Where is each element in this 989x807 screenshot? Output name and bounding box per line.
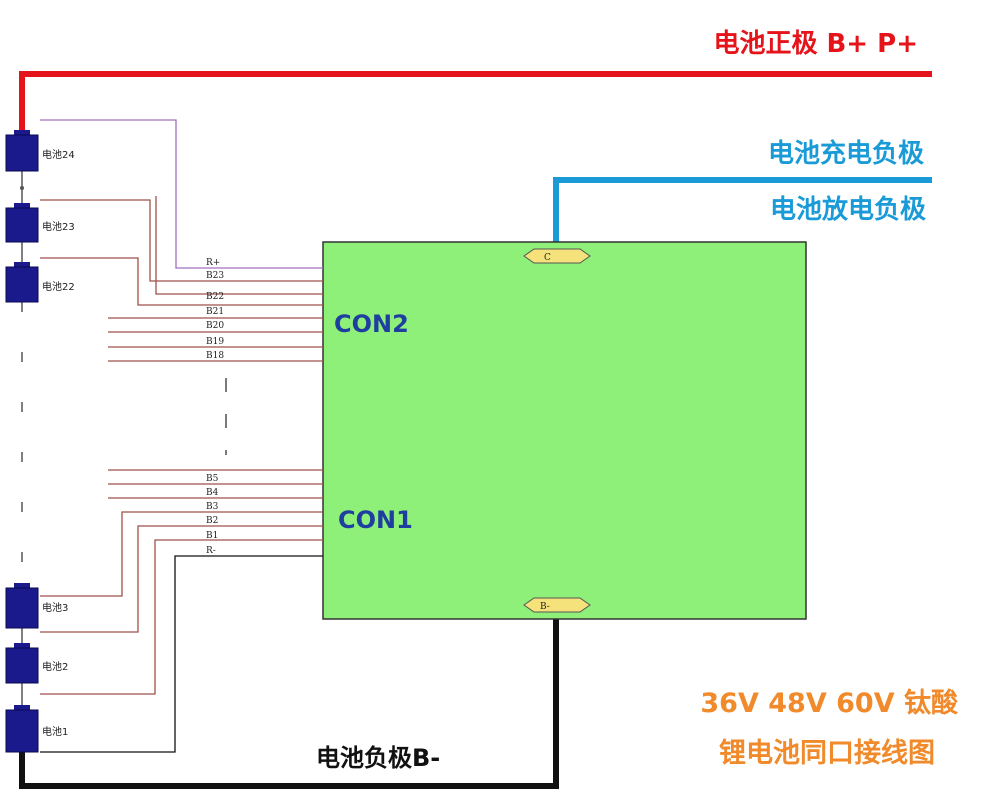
cell-2: 电池2 bbox=[5, 643, 68, 684]
bms-board bbox=[322, 241, 807, 620]
pin-label: R+ bbox=[206, 258, 220, 268]
discharge-negative-label: 电池放电负极 bbox=[770, 194, 927, 225]
battery-negative-label: 电池负极B- bbox=[316, 744, 440, 772]
con1-wires bbox=[40, 469, 323, 753]
battery-cell-icon bbox=[5, 134, 39, 172]
negative-wire bbox=[19, 617, 559, 789]
con2-wires bbox=[40, 119, 323, 362]
wire-r-minus bbox=[40, 555, 323, 753]
pin-label: B23 bbox=[206, 271, 224, 281]
cell-link-dot bbox=[20, 186, 24, 190]
wire-b21 bbox=[40, 257, 323, 306]
cell-3: 电池3 bbox=[5, 583, 68, 629]
port-c-label: C bbox=[544, 253, 551, 263]
wire-b1 bbox=[40, 539, 323, 695]
battery-cell-icon bbox=[5, 266, 39, 303]
pin-label: B21 bbox=[206, 307, 224, 317]
con2-pin-labels: R+ B23 B22 B21 B20 B19 B18 bbox=[206, 258, 224, 361]
battery-cell-icon bbox=[5, 647, 39, 684]
cell-24: 电池24 bbox=[5, 130, 75, 172]
cell-label: 电池22 bbox=[42, 280, 75, 293]
battery-cell-icon bbox=[5, 207, 39, 243]
cell-label: 电池1 bbox=[42, 725, 68, 738]
port-c: C bbox=[523, 248, 591, 264]
battery-cell-icon bbox=[5, 587, 39, 629]
pin-label: B3 bbox=[206, 502, 219, 512]
wire-b2 bbox=[40, 525, 323, 633]
cell-label: 电池23 bbox=[42, 220, 75, 233]
con1-label: CON1 bbox=[338, 506, 413, 534]
wire-r-plus bbox=[40, 119, 323, 269]
pin-label: B1 bbox=[206, 531, 218, 541]
pin-label: B22 bbox=[206, 292, 224, 302]
cell-label: 电池24 bbox=[42, 148, 75, 161]
cell-23: 电池23 bbox=[5, 203, 75, 243]
cell-label: 电池2 bbox=[42, 660, 68, 673]
cell-22: 电池22 bbox=[5, 262, 75, 303]
cell-1: 电池1 bbox=[5, 705, 68, 753]
pin-label: B2 bbox=[206, 516, 218, 526]
caption-line-2: 锂电池同口接线图 bbox=[719, 738, 935, 769]
port-bminus-label: B- bbox=[540, 602, 550, 612]
positive-wire bbox=[19, 71, 932, 137]
pin-label: R- bbox=[206, 546, 216, 556]
cell-label: 电池3 bbox=[42, 601, 68, 614]
battery-positive-label: 电池正极 B+ P+ bbox=[713, 29, 918, 59]
pin-label: B5 bbox=[206, 474, 219, 484]
wire-b23 bbox=[40, 199, 323, 282]
battery-cell-icon bbox=[5, 709, 39, 753]
con2-label: CON2 bbox=[334, 310, 409, 338]
port-bminus: B- bbox=[523, 597, 591, 613]
pin-label: B19 bbox=[206, 337, 224, 347]
con1-pin-labels: B5 B4 B3 B2 B1 R- bbox=[206, 474, 219, 556]
charge-negative-label: 电池充电负极 bbox=[768, 138, 925, 169]
pin-label: B18 bbox=[206, 351, 224, 361]
pin-label: B20 bbox=[206, 321, 224, 331]
caption-line-1: 36V 48V 60V 钛酸 bbox=[700, 688, 959, 719]
wire-b22 bbox=[155, 196, 323, 295]
pin-label: B4 bbox=[206, 488, 219, 498]
wire-b3 bbox=[40, 511, 323, 597]
charge-discharge-wire bbox=[553, 177, 932, 247]
